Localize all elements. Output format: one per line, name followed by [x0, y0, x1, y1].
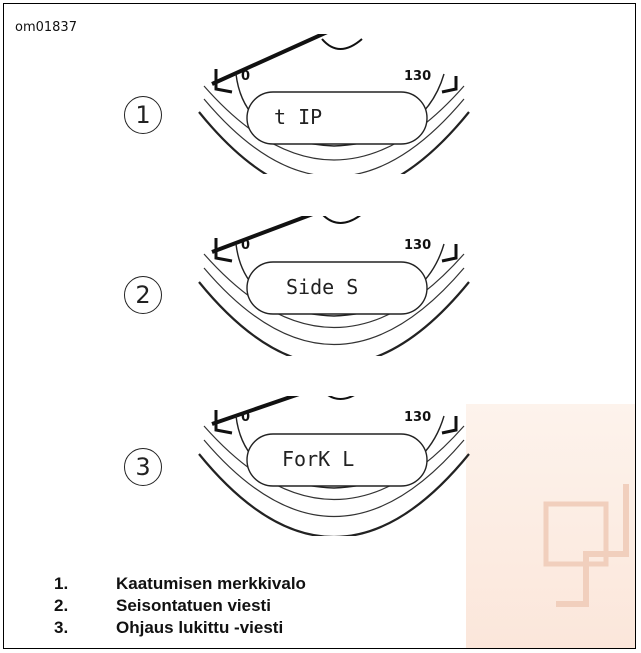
- scale-max: 130: [404, 238, 431, 253]
- gauge-display-text: t IP: [274, 105, 322, 129]
- figure-frame: om01837 1 t IP 0 130 2: [3, 3, 636, 649]
- gauge-display-text: ForK L: [282, 447, 354, 471]
- gauge-display-text: Side S: [286, 275, 358, 299]
- gauge-drawing: t IP 0 130: [198, 34, 470, 174]
- legend-text: Ohjaus lukittu -viesti: [116, 618, 284, 637]
- gauge-number: 1: [124, 96, 162, 134]
- legend-text: Seisontatuen viesti: [116, 596, 271, 615]
- legend-number: 3.: [54, 618, 69, 637]
- gauge-drawing: ForK L 0 130: [198, 396, 470, 536]
- gauge-number: 3: [124, 448, 162, 486]
- gauge-number: 2: [124, 276, 162, 314]
- legend-text: Kaatumisen merkkivalo: [116, 574, 306, 593]
- scale-min: 0: [241, 69, 250, 84]
- gauge-1: 1 t IP 0 130: [4, 34, 635, 174]
- gauge-drawing: Side S 0 130: [198, 216, 470, 356]
- figure-id: om01837: [15, 20, 77, 35]
- watermark-logo: [466, 404, 635, 648]
- gauge-2: 2 Side S 0 130: [4, 216, 635, 356]
- scale-min: 0: [241, 238, 250, 253]
- scale-max: 130: [404, 69, 431, 84]
- legend-number: 1.: [54, 574, 69, 593]
- legend-number: 2.: [54, 596, 69, 615]
- scale-min: 0: [241, 410, 250, 425]
- gauge-3: 3 ForK L 0 130: [4, 396, 635, 536]
- scale-max: 130: [404, 410, 431, 425]
